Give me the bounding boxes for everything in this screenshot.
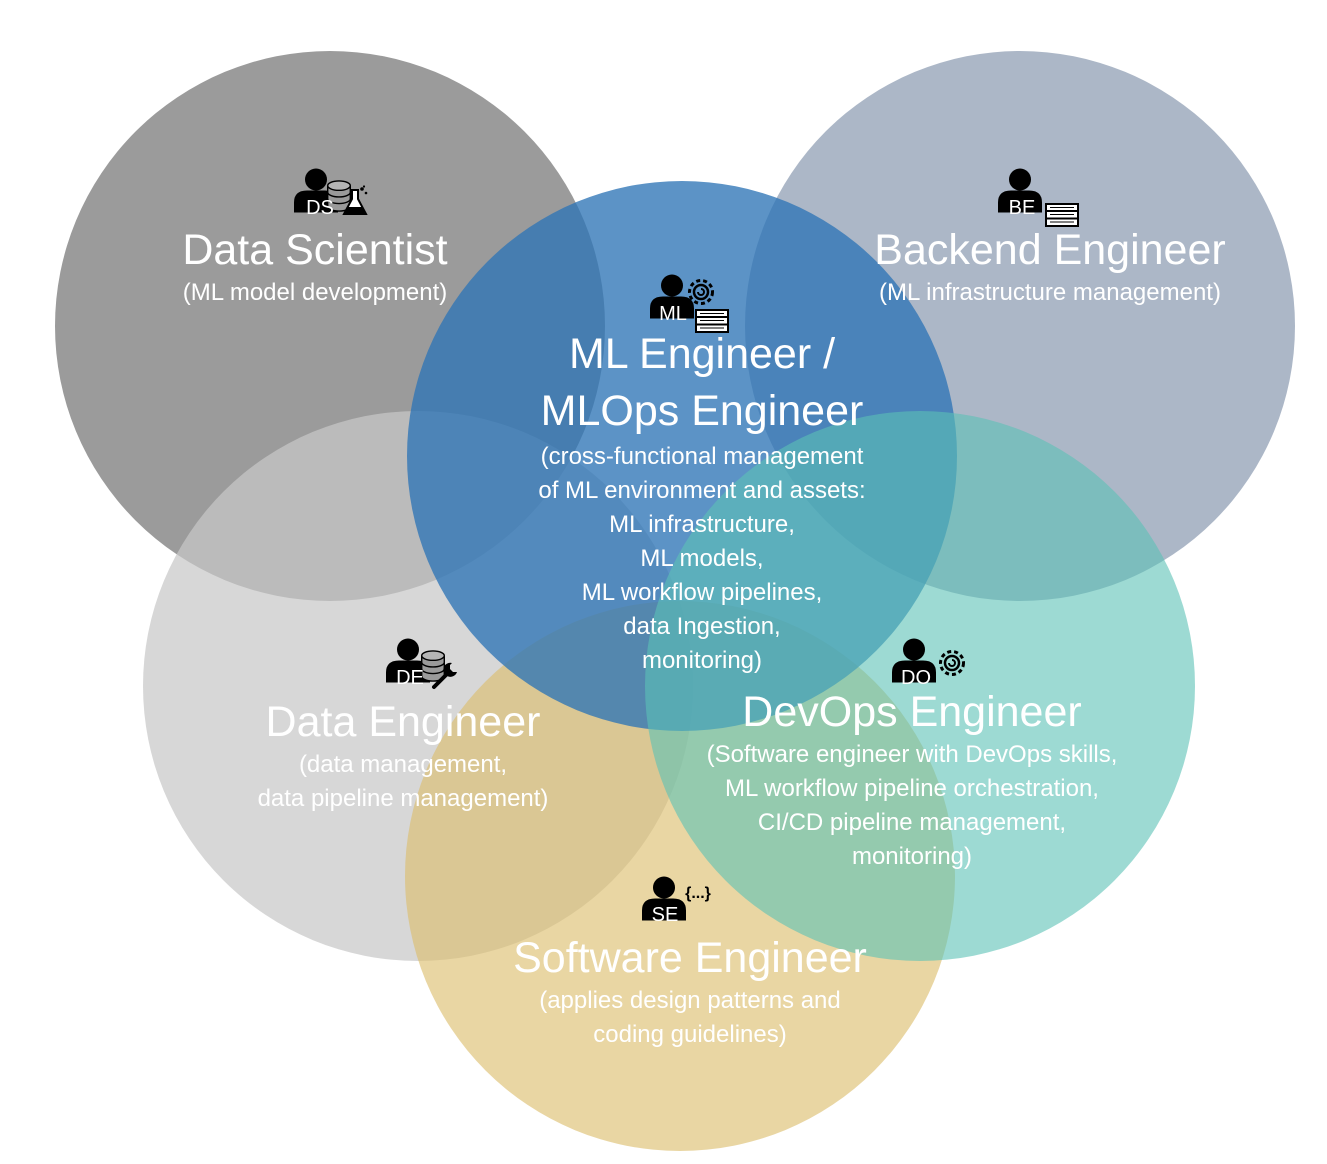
backend-engineer-person-server-icon: BE xyxy=(998,168,1079,227)
data-engineer-badge: DE xyxy=(396,667,424,689)
software-engineer-subtitle-line-1: (applies design patterns and xyxy=(539,987,841,1014)
software-engineer-person-code-braces-icon: {...} SE xyxy=(642,876,711,926)
data-scientist-title: Data Scientist xyxy=(182,226,448,274)
ml-engineer-subtitle-line-6: data Ingestion, xyxy=(623,613,781,640)
software-engineer-subtitle-line-2: coding guidelines) xyxy=(593,1021,787,1048)
ml-engineer-subtitle-line-4: ML models, xyxy=(640,545,764,572)
data-engineer-title: Data Engineer xyxy=(265,698,541,746)
ml-engineer-subtitle-line-1: (cross-functional management xyxy=(540,443,864,470)
data-engineer-label: Data Engineer (data management, data pip… xyxy=(178,696,628,816)
ml-engineer-subtitle-line-2: of ML environment and assets: xyxy=(538,477,866,504)
data-scientist-person-database-flask-icon: DS xyxy=(294,168,368,219)
devops-engineer-subtitle-line-4: monitoring) xyxy=(851,843,973,870)
ml-engineer-subtitle-line-3: ML infrastructure, xyxy=(609,511,795,538)
devops-engineer-circle xyxy=(645,411,1195,961)
backend-engineer-title: Backend Engineer xyxy=(874,226,1226,274)
data-scientist-badge: DS xyxy=(306,197,334,219)
data-scientist-subtitle: (ML model development) xyxy=(182,279,448,306)
data-engineer-person-database-wrench-icon: DE xyxy=(386,638,459,689)
devops-engineer-subtitle-line-2: ML workflow pipeline orchestration, xyxy=(725,775,1099,802)
data-scientist-label: Data Scientist (ML model development) xyxy=(110,224,520,310)
ml-engineer-title-line-1: ML Engineer / xyxy=(568,330,836,378)
ml-engineer-badge: ML xyxy=(659,303,687,325)
devops-engineer-label: DevOps Engineer (Software engineer with … xyxy=(652,686,1172,874)
backend-engineer-badge: BE xyxy=(1009,197,1036,219)
devops-engineer-person-gear-icon: DO xyxy=(892,638,965,689)
software-engineer-title: Software Engineer xyxy=(513,934,867,982)
ml-engineer-subtitle-line-5: ML workflow pipelines, xyxy=(581,579,823,606)
software-engineer-code-braces: {...} xyxy=(685,885,711,902)
software-engineer-label: Software Engineer (applies design patter… xyxy=(460,932,920,1052)
ml-engineer-title-line-2: MLOps Engineer xyxy=(540,387,864,435)
software-engineer-badge: SE xyxy=(652,904,679,926)
backend-engineer-label: Backend Engineer (ML infrastructure mana… xyxy=(820,224,1280,310)
devops-engineer-title: DevOps Engineer xyxy=(742,688,1082,736)
ml-engineer-person-gear-server-icon: ML xyxy=(650,274,729,333)
devops-engineer-badge: DO xyxy=(901,667,931,689)
backend-engineer-subtitle: (ML infrastructure management) xyxy=(879,279,1221,306)
ml-engineer-subtitle-line-7: monitoring) xyxy=(641,647,763,674)
devops-engineer-subtitle-line-1: (Software engineer with DevOps skills, xyxy=(706,741,1118,768)
data-engineer-subtitle-line-1: (data management, xyxy=(298,751,508,778)
ml-engineer-label: ML Engineer / MLOps Engineer (cross-func… xyxy=(452,326,952,678)
devops-engineer-subtitle-line-3: CI/CD pipeline management, xyxy=(757,809,1067,836)
data-engineer-subtitle-line-2: data pipeline management) xyxy=(257,785,549,812)
